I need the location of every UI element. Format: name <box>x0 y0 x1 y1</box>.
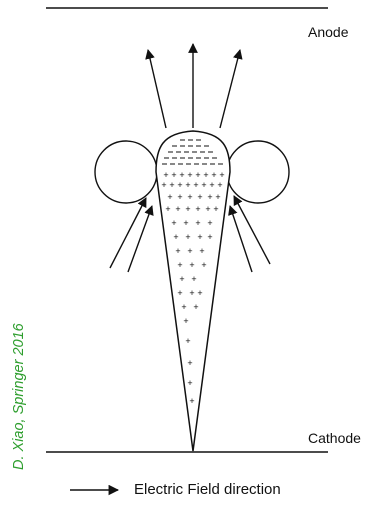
anode-label: Anode <box>308 24 348 40</box>
positive-charge: + <box>185 204 190 214</box>
positive-charge: + <box>175 246 180 256</box>
positive-charge: + <box>199 246 204 256</box>
positive-charge: + <box>187 192 192 202</box>
positive-charge: + <box>213 204 218 214</box>
credit-watermark: D. Xiao, Springer 2016 <box>11 323 27 470</box>
positive-charge: + <box>187 170 192 180</box>
positive-charge: + <box>169 180 174 190</box>
positive-charge: + <box>167 192 172 202</box>
right-field-loop <box>227 141 289 203</box>
positive-charge: + <box>197 192 202 202</box>
positive-charge: + <box>195 218 200 228</box>
positive-charge: + <box>187 358 192 368</box>
positive-charge: + <box>187 378 192 388</box>
positive-charge: + <box>185 180 190 190</box>
positive-charge: + <box>185 336 190 346</box>
legend-label: Electric Field direction <box>134 481 281 498</box>
positive-charge: + <box>207 232 212 242</box>
positive-charge: + <box>215 192 220 202</box>
positive-charge: + <box>171 170 176 180</box>
positive-charge: + <box>179 274 184 284</box>
positive-charge: + <box>185 232 190 242</box>
positive-charge: + <box>163 170 168 180</box>
positive-charge: + <box>195 170 200 180</box>
positive-charge: + <box>201 260 206 270</box>
positive-charge: + <box>197 232 202 242</box>
positive-charge: + <box>165 204 170 214</box>
positive-charge: + <box>203 170 208 180</box>
positive-charge: + <box>193 180 198 190</box>
positive-charge: + <box>211 170 216 180</box>
positive-charge: + <box>191 274 196 284</box>
positive-charge: + <box>189 260 194 270</box>
positive-charge: + <box>201 180 206 190</box>
outward-field-arrows <box>148 44 240 128</box>
positive-charge: + <box>219 170 224 180</box>
positive-charge: + <box>181 302 186 312</box>
positive-charge: + <box>177 192 182 202</box>
positive-charge: + <box>183 316 188 326</box>
positive-charge: + <box>187 246 192 256</box>
positive-charge: + <box>175 204 180 214</box>
positive-charge: + <box>197 288 202 298</box>
positive-charge: + <box>177 180 182 190</box>
positive-charge: + <box>217 180 222 190</box>
positive-charge: + <box>205 204 210 214</box>
positive-charge: + <box>207 192 212 202</box>
positive-charge: + <box>179 170 184 180</box>
left-field-loop <box>95 141 157 203</box>
positive-charge: + <box>183 218 188 228</box>
positive-charge: + <box>207 218 212 228</box>
positive-charge: + <box>195 204 200 214</box>
positive-charge: + <box>189 288 194 298</box>
positive-charge: + <box>171 218 176 228</box>
positive-charge: + <box>173 232 178 242</box>
positive-charge: + <box>189 396 194 406</box>
positive-charge: + <box>177 260 182 270</box>
positive-charge: + <box>161 180 166 190</box>
positive-charge: + <box>193 302 198 312</box>
cathode-label: Cathode <box>308 430 361 446</box>
positive-charge: + <box>209 180 214 190</box>
positive-charge: + <box>177 288 182 298</box>
